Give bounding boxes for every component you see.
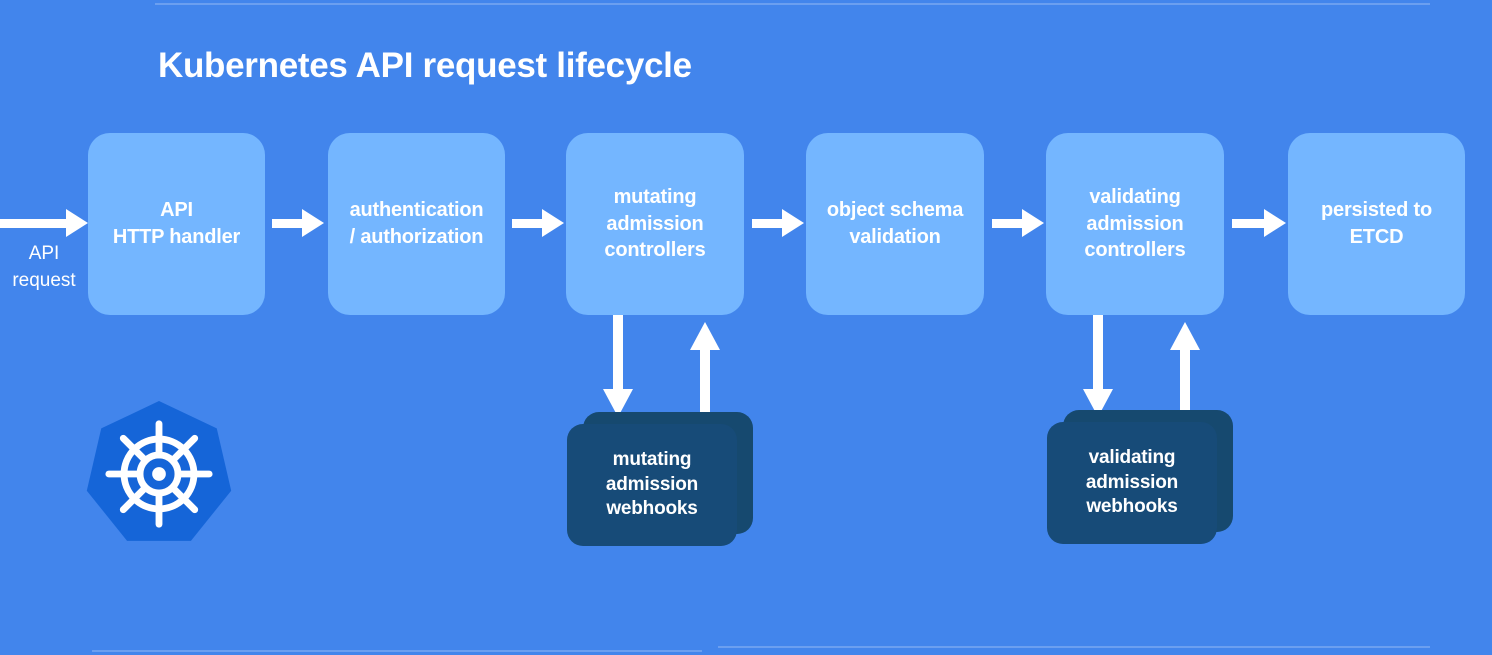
arrow-head <box>782 209 804 237</box>
arrow-shaft <box>272 219 304 228</box>
arrow-schema-to-validating <box>992 209 1044 237</box>
slide-edge-top <box>155 3 1430 5</box>
stage-box-label: validating admission controllers <box>1084 185 1186 262</box>
webhook-card-label: validating admission webhooks <box>1085 447 1179 518</box>
arrow-head <box>1264 209 1286 237</box>
stage-box-validating-admission-controllers[interactable]: validating admission controllers <box>1046 133 1224 315</box>
arrow-api-request-to-handler <box>0 209 88 237</box>
arrow-auth-to-mutating <box>512 209 564 237</box>
arrow-head <box>690 322 720 350</box>
arrow-shaft <box>512 219 544 228</box>
arrow-shaft <box>992 219 1024 228</box>
stage-box-authentication-authorization[interactable]: authentication / authorization <box>328 133 505 315</box>
kubernetes-logo <box>83 398 235 550</box>
arrow-shaft <box>0 219 66 228</box>
arrow-shaft <box>752 219 784 228</box>
webhook-card-front: validating admission webhooks <box>1047 422 1217 544</box>
diagram-title: Kubernetes API request lifecycle <box>158 46 692 85</box>
arrow-shaft <box>613 315 623 391</box>
arrow-shaft <box>1093 315 1103 391</box>
stage-box-label: authentication / authorization <box>349 199 484 248</box>
webhook-card-validating-admission-webhooks[interactable]: validating admission webhooks <box>1047 410 1237 550</box>
api-request-label: API request <box>12 243 76 291</box>
arrow-head <box>1170 322 1200 350</box>
arrow-shaft <box>700 348 710 420</box>
arrow-shaft <box>1180 348 1190 420</box>
kubernetes-helm-wheel <box>105 420 213 528</box>
stage-box-label: API HTTP handler <box>112 199 241 248</box>
webhook-card-label: mutating admission webhooks <box>605 449 699 520</box>
stage-box-api-http-handler[interactable]: API HTTP handler <box>88 133 265 315</box>
stage-box-object-schema-validation[interactable]: object schema validation <box>806 133 984 315</box>
webhook-card-front: mutating admission webhooks <box>567 424 737 546</box>
stage-box-label: mutating admission controllers <box>604 185 706 262</box>
arrow-validating-controllers-to-webhooks <box>1083 315 1113 419</box>
stage-box-mutating-admission-controllers[interactable]: mutating admission controllers <box>566 133 744 315</box>
arrow-head <box>1022 209 1044 237</box>
arrow-validating-to-etcd <box>1232 209 1286 237</box>
stage-box-label: persisted to ETCD <box>1321 199 1432 248</box>
kubernetes-logo-svg <box>86 401 232 541</box>
arrow-head <box>542 209 564 237</box>
arrow-mutating-webhooks-to-controllers <box>690 322 720 422</box>
slide-edge-bottom-left <box>92 650 702 652</box>
arrow-mutating-controllers-to-webhooks <box>603 315 633 419</box>
slide-edge-bottom-right <box>718 646 1430 648</box>
arrow-head <box>66 209 88 237</box>
arrow-head <box>302 209 324 237</box>
stage-box-label: object schema validation <box>826 199 964 248</box>
arrow-shaft <box>1232 219 1266 228</box>
arrow-validating-webhooks-to-controllers <box>1170 322 1200 422</box>
kubernetes-wheel-hub <box>152 467 166 481</box>
arrow-mutating-to-schema <box>752 209 804 237</box>
stage-box-persisted-to-etcd[interactable]: persisted to ETCD <box>1288 133 1465 315</box>
webhook-card-mutating-admission-webhooks[interactable]: mutating admission webhooks <box>567 412 757 552</box>
arrow-handler-to-auth <box>272 209 324 237</box>
